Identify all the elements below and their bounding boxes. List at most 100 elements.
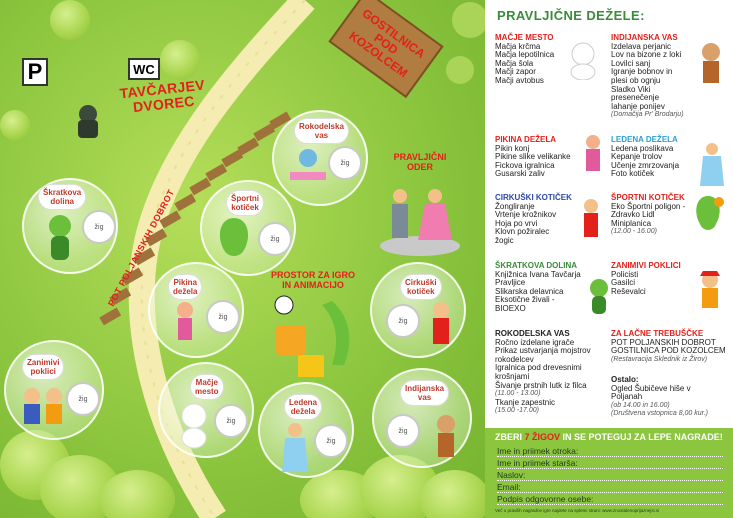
section-head: PIKINA DEŽELA [495, 135, 557, 144]
stamp-circle[interactable]: žig [328, 146, 362, 180]
bubble-macje-mesto: Mačje mesto žig [158, 362, 254, 458]
list-item: Lov na bizone z loki [611, 50, 682, 60]
bubble-title: Mačje mesto [190, 374, 224, 400]
list-item: Pikine slike velikanke [495, 152, 571, 162]
tree [420, 470, 485, 518]
form-heading: ZBERI 7 ŽIGOV IN SE POTEGUJ ZA LEPE NAGR… [495, 432, 723, 442]
list-item: Prikaz ustvarjanja mojstrov [495, 346, 591, 356]
stamp-circle[interactable]: žig [258, 222, 292, 256]
list-item: Iahanje ponijev [611, 101, 665, 111]
list-note: (Restavracija Sklednik iz Žirov) [611, 355, 708, 363]
list-note: (12.00 - 16.00) [611, 228, 657, 236]
list-item: Igranje bobnov in [611, 67, 673, 77]
tree [160, 40, 200, 80]
list-item: Policisti [611, 269, 639, 279]
list-item: GOSTILNICA POD KOZOLCEM [611, 346, 726, 356]
stamp-circle[interactable]: žig [314, 424, 348, 458]
section-rokodelska-vas: ROKODELSKA VAS Ročno izdelane igrače Pri… [495, 329, 615, 416]
bubble-pikina-dezela: Pikina dežela žig [148, 262, 244, 358]
pravljicni-oder-label: PRAVLJIČNI ODER [393, 152, 447, 172]
stage-prince-princess-icon [380, 189, 460, 256]
juggler-icon [433, 302, 449, 344]
section-sportni-koticek: ŠPORTNI KOTIČEK Eko Športni poligon - Zd… [611, 193, 721, 237]
list-note: (Domačija Pr' Brodarju) [611, 111, 684, 119]
wooden-planks [99, 111, 292, 326]
section-head: ŠPORTNI KOTIČEK [611, 193, 685, 202]
list-item: Gusarski zaliv [495, 169, 545, 179]
section-za-lacne-trebuscke: ZA LAČNE TREBUŠČKE POT POLJANSKIH DOBROT… [611, 329, 729, 364]
bubble-rokodelska-vas: Rokodelska vas žig [272, 110, 368, 206]
bubble-skratkova-dolina: Škratkova dolina žig [22, 178, 118, 274]
list-item: Igralnica pod drevesnimi [495, 363, 582, 373]
section-zanimivi-poklici: ZANIMIVI POKLICI Policisti Gasilci Rešev… [611, 261, 721, 296]
address-field[interactable]: Naslov: [497, 470, 723, 481]
stamp-circle[interactable]: žig [206, 300, 240, 334]
list-item: Mačja šola [495, 58, 534, 68]
section-macje-mesto: MAČJE MESTO Mačja krčma Mačja lepotilnic… [495, 33, 605, 86]
list-note: (Društvena vstopnica 8,00 kur.) [611, 410, 709, 418]
list-item: BIOEXO [495, 303, 526, 313]
parking-sign: P [22, 58, 48, 86]
white-cat-icon [181, 403, 207, 449]
bubble-zanimivi-poklici: Zanimivi poklici žig [4, 340, 104, 440]
ice-princess-icon [282, 423, 308, 472]
list-item: Hoja po vrvi [495, 218, 538, 228]
form-heading-highlight: 7 ŽIGOV [524, 432, 561, 442]
list-item: Mačji zapor [495, 67, 536, 77]
indian-child-icon [437, 415, 455, 457]
gnome-icon [590, 279, 608, 314]
list-item: Tkanje zapestnic [495, 397, 556, 407]
list-item: Gasilci [611, 278, 636, 288]
prize-form: ZBERI 7 ŽIGOV IN SE POTEGUJ ZA LEPE NAGR… [485, 428, 733, 518]
list-item: Fickova igralnica [495, 160, 555, 170]
stamp-circle[interactable]: žig [82, 210, 116, 244]
bubble-title: Zanimivi poklici [22, 354, 65, 380]
section-head: LEDENA DEŽELA [611, 135, 678, 144]
firefighter-kid-icon [700, 271, 720, 308]
signature-field[interactable]: Podpis odgovorne osebe: [497, 494, 723, 505]
bubble-title: Športni kotiček [226, 190, 264, 216]
section-head: ROKODELSKA VAS [495, 329, 570, 338]
section-head: ŠKRATKOVA DOLINA [495, 261, 578, 270]
list-item: Lovilci sanj [611, 58, 651, 68]
stamp-circle[interactable]: žig [214, 404, 248, 438]
form-heading-a: ZBERI [495, 432, 525, 442]
professions-kids-icon [24, 388, 62, 424]
list-item: presenečenje [611, 93, 660, 103]
bubble-cirkuski-koticek: Cirkuški kotiček žig [370, 262, 466, 358]
section-ostalo: Ostalo: Ogled Šubičeve hiše v Poljanah (… [611, 375, 729, 419]
parent-name-field[interactable]: Ime in priimek starša: [497, 458, 723, 469]
wc-sign: WC [128, 58, 160, 80]
bubble-sportni-koticek: Športni kotiček žig [200, 180, 296, 276]
stamp-circle[interactable]: žig [386, 304, 420, 338]
list-item: Miniplanica [611, 218, 652, 228]
section-head: ZA LAČNE TREBUŠČKE [611, 329, 704, 338]
list-item: Šivanje prstnih lutk iz filca [495, 380, 587, 390]
list-item: Ogled Šubičeve hiše v [611, 383, 691, 393]
list-item: Mačja lepotilnica [495, 50, 555, 60]
section-indijanska-vas: INDIJANSKA VAS Izdelava perjanic Lov na … [611, 33, 729, 120]
section-head: INDIJANSKA VAS [611, 33, 678, 42]
list-item: Kepanje trolov [611, 152, 663, 162]
gnome-icon [49, 215, 71, 260]
list-item: žogic [495, 235, 514, 245]
list-item: Ledena poslikava [611, 143, 674, 153]
list-item: plesi ob ognju [611, 75, 661, 85]
bubble-ledena-dezela: Ledena dežela žig [258, 382, 354, 478]
email-field[interactable]: Email: [497, 482, 723, 493]
bubble-title: Ledena dežela [284, 394, 323, 420]
list-item: Poljanah [611, 392, 643, 402]
section-skratkova-dolina: ŠKRATKOVA DOLINA Knjižnica Ivana Tavčarj… [495, 261, 615, 314]
info-panel: PRAVLJIČNE DEŽELE: MAČJE MESTO Mačja krč… [485, 0, 733, 518]
child-name-field[interactable]: Ime in priimek otroka: [497, 446, 723, 457]
pippi-icon [177, 302, 193, 340]
bubble-title: Indijanska vas [400, 380, 450, 406]
stamp-circle[interactable]: žig [66, 382, 100, 416]
tree [100, 470, 175, 518]
form-heading-b: IN SE POTEGUJ ZA LEPE NAGRADE! [560, 432, 723, 442]
bubble-title: Škratkova dolina [38, 184, 87, 210]
list-item: Klovn požiralec [495, 227, 550, 237]
stamp-circle[interactable]: žig [386, 414, 420, 448]
list-item: Izdelava perjanic [611, 41, 672, 51]
bubble-title: Cirkuški kotiček [400, 274, 442, 300]
